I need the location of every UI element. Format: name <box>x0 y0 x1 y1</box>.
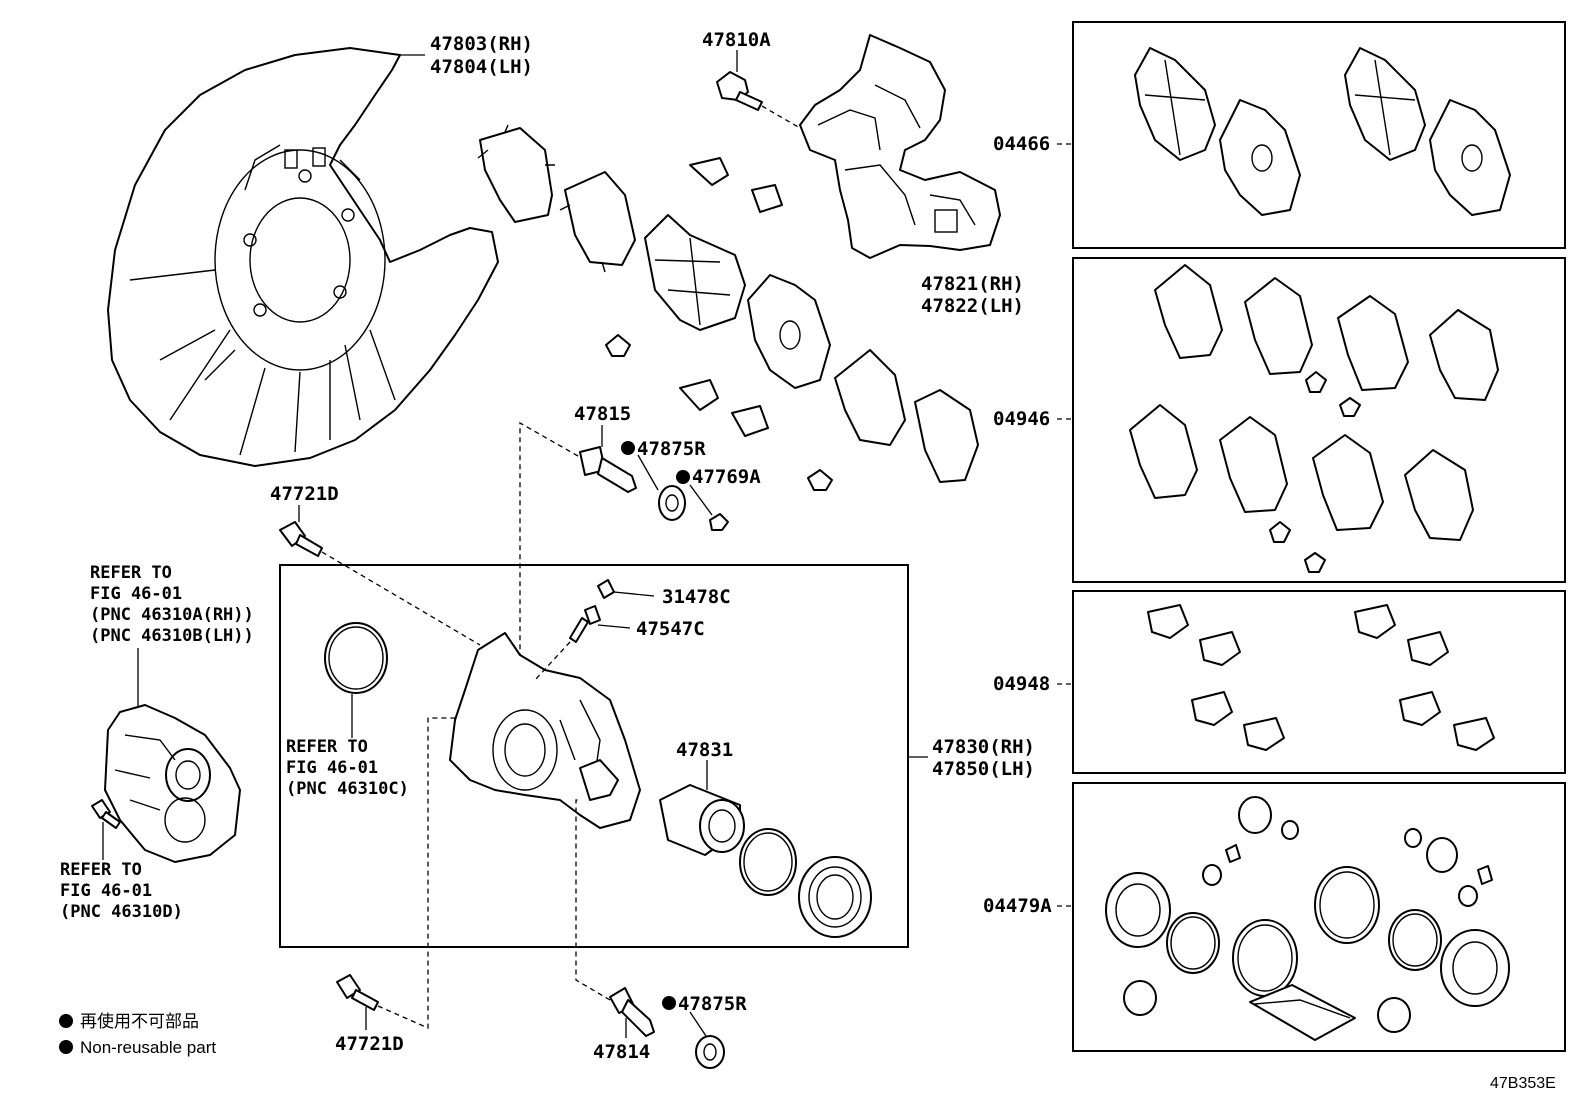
ref1-line3: (PNC 46310A(RH)) <box>90 605 254 625</box>
non-reusable-marker-lower <box>662 996 676 1010</box>
label-boot-upper: 47875R <box>637 438 706 460</box>
parking-brake-actuator <box>104 704 241 863</box>
caliper-cylinder <box>449 632 641 829</box>
shim-inner-2 <box>914 389 979 483</box>
label-cap: 47769A <box>692 466 761 488</box>
label-shield-lh: 47804(LH) <box>430 56 533 78</box>
ref1-line4: (PNC 46310B(LH)) <box>90 626 254 646</box>
label-kit-04946: 04946 <box>993 408 1050 430</box>
non-reusable-marker-cap <box>676 470 690 484</box>
label-mounting-rh: 47821(RH) <box>921 273 1024 295</box>
ref2-line2: FIG 46-01 <box>286 758 378 778</box>
label-pin-upper: 47815 <box>574 403 631 425</box>
label-cylinder-rh: 47830(RH) <box>932 736 1035 758</box>
label-kit-04466: 04466 <box>993 133 1050 155</box>
legend-en: Non-reusable part <box>80 1038 216 1057</box>
boot-lower <box>695 1035 725 1069</box>
label-bolt-lower-left: 47721D <box>335 1033 404 1055</box>
kit-04948-clips <box>1147 604 1495 751</box>
bolt-47810a <box>716 71 763 111</box>
kit-04479a-box <box>1072 782 1566 1052</box>
bleeder-screw <box>569 605 601 643</box>
ref3-line1: REFER TO <box>60 860 142 880</box>
bolt-47721d-lower <box>336 974 379 1011</box>
bleeder-cap <box>597 579 615 599</box>
label-bleeder: 47547C <box>636 618 705 640</box>
small-clips <box>605 334 833 491</box>
caliper-mounting <box>799 34 1001 259</box>
piston-seal-ring <box>324 622 388 694</box>
label-pin-lower: 47814 <box>593 1041 650 1063</box>
label-kit-04948: 04948 <box>993 673 1050 695</box>
label-piston: 47831 <box>676 739 733 761</box>
shim-outer-1 <box>477 124 555 223</box>
legend-marker-en <box>59 1040 73 1054</box>
boot-upper <box>658 485 686 521</box>
actuator-bolt <box>91 799 121 829</box>
kit-04479a-seals <box>1105 796 1510 1041</box>
anti-rattle-clips <box>679 157 783 437</box>
label-bleeder-cap: 31478C <box>662 586 731 608</box>
non-reusable-marker-upper <box>621 441 635 455</box>
shim-outer-2 <box>559 171 636 273</box>
guide-pin-47814 <box>609 987 655 1037</box>
kit-04466-box <box>1072 21 1566 249</box>
kit-04466-pads <box>1134 47 1511 216</box>
ref2-line1: REFER TO <box>286 737 368 757</box>
guide-pin-47815 <box>579 446 637 493</box>
kit-04946-box <box>1072 257 1566 583</box>
cap-47769a <box>709 513 729 531</box>
diagram-id: 47B353E <box>1490 1075 1556 1092</box>
kit-04946-shims <box>1129 264 1499 573</box>
cylinder-boot <box>798 856 872 938</box>
ref1-line2: FIG 46-01 <box>90 584 182 604</box>
shim-inner-1 <box>834 349 906 446</box>
dust-shield <box>107 47 499 467</box>
label-mounting-lh: 47822(LH) <box>921 295 1024 317</box>
label-bolt-upper-left: 47721D <box>270 483 339 505</box>
label-boot-lower: 47875R <box>678 993 747 1015</box>
ref1-line1: REFER TO <box>90 563 172 583</box>
bolt-47721d-upper <box>279 521 323 557</box>
pad-inner <box>747 274 831 389</box>
cylinder-box <box>279 564 909 948</box>
legend-marker-jp <box>59 1014 73 1028</box>
piston-47831 <box>659 784 745 856</box>
legend-jp: 再使用不可部品 <box>80 1011 199 1031</box>
label-shield-rh: 47803(RH) <box>430 33 533 55</box>
ref3-line2: FIG 46-01 <box>60 881 152 901</box>
ref3-line3: (PNC 46310D) <box>60 902 183 922</box>
label-kit-04479a: 04479A <box>983 895 1052 917</box>
ref2-line3: (PNC 46310C) <box>286 779 409 799</box>
piston-seal <box>739 828 797 896</box>
kit-04948-box <box>1072 590 1566 774</box>
pad-outer <box>644 214 746 331</box>
label-cylinder-lh: 47850(LH) <box>932 758 1035 780</box>
label-bolt-top: 47810A <box>702 29 771 51</box>
